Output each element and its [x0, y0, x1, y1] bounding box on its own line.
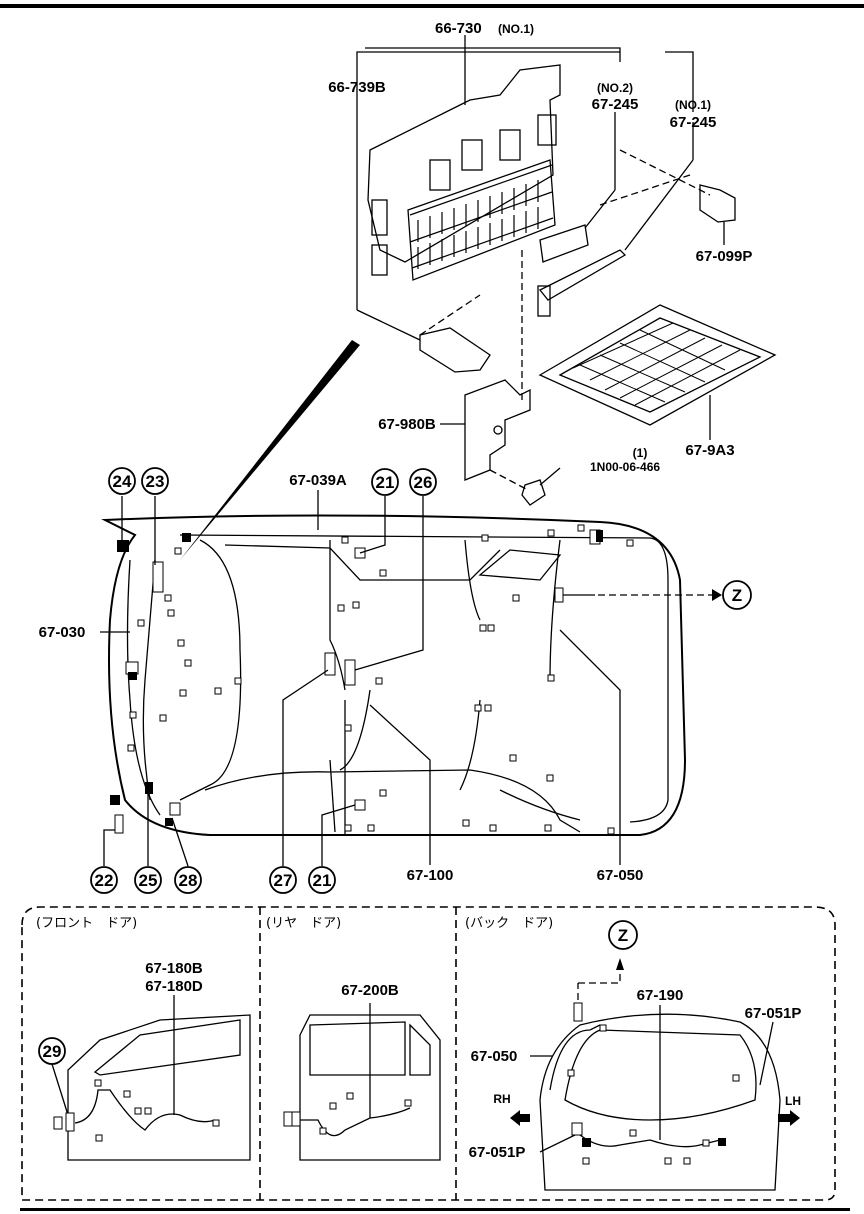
callout-z-back: Z [618, 926, 628, 945]
callout-23: 23 [146, 472, 165, 491]
label-66-730-suffix: (NO.1) [498, 22, 534, 36]
callout-21-top: 21 [376, 473, 395, 492]
label-nut: 1N00-06-466 [590, 460, 660, 474]
label-67-980b: 67-980B [378, 416, 436, 433]
label-67-039a: 67-039A [289, 472, 347, 489]
callout-z-main: Z [732, 586, 742, 605]
arrow-right-icon [778, 1110, 800, 1126]
callout-27: 27 [274, 871, 293, 890]
label-no2: (NO.2) [597, 81, 633, 95]
panel-title-front-door: (フロント ドア) [36, 916, 137, 931]
callout-circles [38, 467, 752, 1065]
label-67-030: 67-030 [39, 624, 86, 641]
label-67-100: 67-100 [407, 867, 454, 884]
label-nut-qty: (1) [633, 446, 648, 460]
label-67-050: 67-050 [597, 867, 644, 884]
door-panels [21, 906, 836, 1201]
label-66-730: 66-730 [435, 20, 482, 37]
label-lh: LH [785, 1094, 801, 1108]
label-no1: (NO.1) [675, 98, 711, 112]
body-harness-drawing [100, 490, 722, 867]
callout-28: 28 [179, 871, 198, 890]
label-67-051p-top: 67-051P [745, 1005, 802, 1022]
arrow-left-icon [510, 1110, 530, 1126]
labels: 66-730 (NO.1) 66-739B (NO.2) 67-245 (NO.… [36, 20, 801, 1161]
label-67-050-back: 67-050 [471, 1048, 518, 1065]
top-rule [0, 4, 864, 8]
callout-21-bottom: 21 [313, 871, 332, 890]
panel-title-back-door: (バック ドア) [465, 916, 553, 931]
label-67-180d: 67-180D [145, 978, 203, 995]
label-67-9a3: 67-9A3 [685, 442, 734, 459]
bottom-rule [20, 1208, 850, 1211]
label-67-245-no2: 67-245 [592, 96, 639, 113]
label-67-245-no1: 67-245 [670, 114, 717, 131]
label-67-099p: 67-099P [696, 248, 753, 265]
panel-title-rear-door: (リヤ ドア) [266, 916, 341, 931]
label-rh: RH [493, 1092, 510, 1106]
callout-29: 29 [43, 1042, 62, 1061]
junction-box-drawing [180, 35, 777, 560]
callout-22: 22 [95, 871, 114, 890]
label-67-051p-bottom: 67-051P [469, 1144, 526, 1161]
callout-25: 25 [139, 871, 158, 890]
label-67-180b: 67-180B [145, 960, 203, 977]
callout-24: 24 [113, 472, 132, 491]
label-67-190: 67-190 [637, 987, 684, 1004]
callout-26: 26 [414, 473, 433, 492]
label-66-739b: 66-739B [328, 79, 386, 96]
label-67-200b: 67-200B [341, 982, 399, 999]
